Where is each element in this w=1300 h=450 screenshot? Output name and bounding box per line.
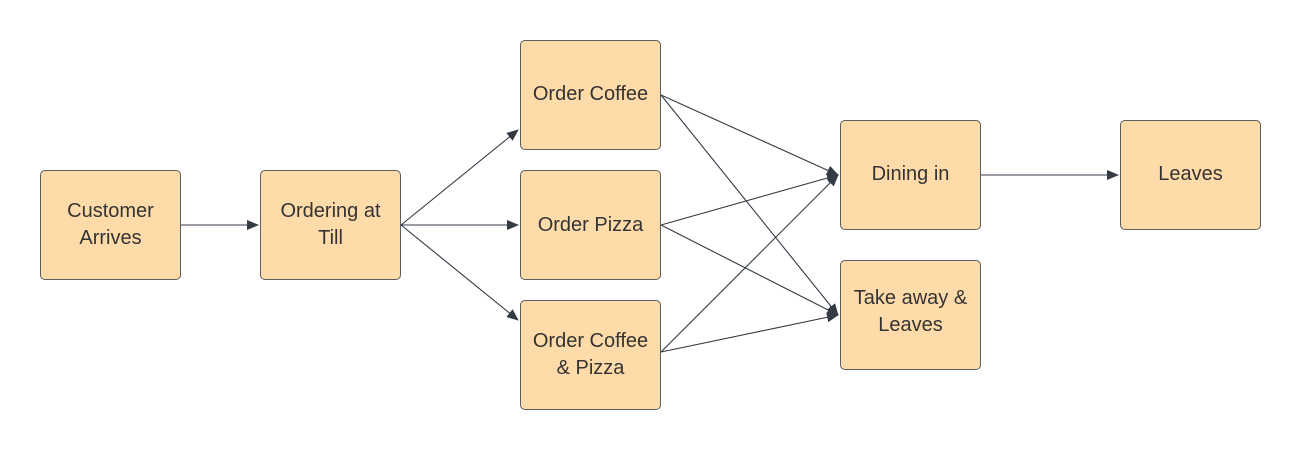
node-leaves: Leaves bbox=[1120, 120, 1261, 230]
node-order-pizza: Order Pizza bbox=[520, 170, 661, 280]
edge-till-to-coffee bbox=[400, 129, 519, 226]
edge-coffee-pizza-to-takeaway bbox=[660, 312, 839, 353]
node-take-away-leaves: Take away & Leaves bbox=[840, 260, 981, 370]
node-order-coffee: Order Coffee bbox=[520, 40, 661, 150]
edge-coffee-to-takeaway bbox=[660, 94, 839, 316]
edge-pizza-to-takeaway bbox=[660, 224, 839, 316]
edge-till-to-coffee-pizza bbox=[400, 224, 519, 321]
edge-coffee-pizza-to-dining bbox=[660, 174, 839, 353]
edge-coffee-to-dining bbox=[660, 94, 839, 176]
edge-pizza-to-dining bbox=[660, 173, 839, 226]
node-order-coffee-pizza: Order Coffee & Pizza bbox=[520, 300, 661, 410]
node-customer-arrives: Customer Arrives bbox=[40, 170, 181, 280]
node-ordering-at-till: Ordering at Till bbox=[260, 170, 401, 280]
node-dining-in: Dining in bbox=[840, 120, 981, 230]
